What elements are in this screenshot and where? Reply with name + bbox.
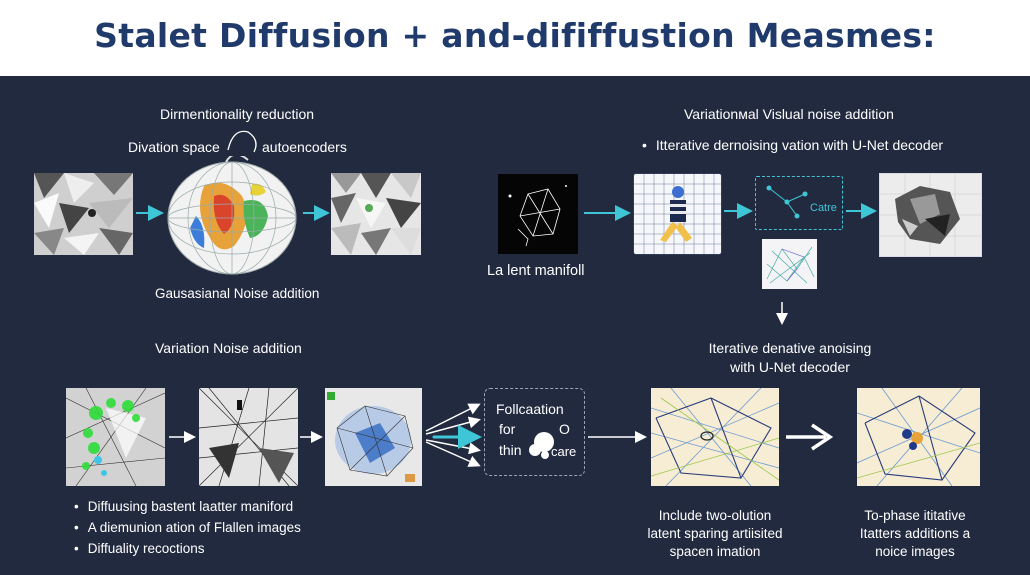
autoencoders-label: autoencoders <box>262 139 347 155</box>
iterative-heading-line-1: Iterative denative anoising <box>708 340 872 356</box>
bubbles-icon <box>529 432 554 459</box>
output-image-left <box>331 173 421 255</box>
divation-space-label: Divation space <box>128 139 220 155</box>
noisy-sphere-image <box>325 388 422 486</box>
latent-mesh-image-2 <box>857 388 980 486</box>
process-box-tail-1: O <box>559 421 570 437</box>
noisy-image-2 <box>199 388 298 486</box>
caption-box-text: Catre <box>810 202 837 214</box>
caption-dashed-box <box>755 176 843 230</box>
process-box-line-2: for <box>499 421 516 437</box>
diagram-panel <box>0 76 1030 575</box>
latent-manifold-label: La lent manifoll <box>487 263 585 279</box>
process-box-line-3: thin <box>499 442 522 458</box>
manifold-image <box>498 174 578 254</box>
latent-sphere <box>164 156 300 278</box>
latent-mesh-image-1 <box>651 388 779 486</box>
process-box <box>484 388 585 476</box>
caption-right-line-2: Itatters additions a <box>859 526 971 541</box>
gaussian-noise-caption: Gausasianal Noise addition <box>155 286 320 301</box>
caption-right-line-1: To-phase ititative <box>864 508 966 523</box>
caption-left-line-3: spacen imation <box>669 544 761 559</box>
caption-right-line-3: noice images <box>875 544 955 559</box>
bottom-left-bullet-3: Diffuality recoctions <box>74 541 205 556</box>
mesh-thumbnail <box>762 239 817 289</box>
title-bar: Stalet Diffusion + and-dififfustion Meas… <box>0 0 1030 76</box>
caption-left-line-1: Include two-olution <box>658 508 772 523</box>
noisy-image-1 <box>66 388 165 486</box>
bottom-left-bullet-1: Diffuusing bastent laatter maniford <box>74 499 293 514</box>
process-box-tail-2: care <box>551 444 577 459</box>
iterative-heading-line-2: with U-Net decoder <box>730 359 850 375</box>
variational-heading: Variationмal Vislual noise addition <box>684 106 894 122</box>
bottom-left-bullet-2: A diemunion ation of Flallen images <box>74 520 301 535</box>
page-title: Stalet Diffusion + and-dififfustion Meas… <box>94 16 936 55</box>
output-image-right <box>879 173 982 257</box>
top-right-bullet: Itterative dernoising vation with U-Net … <box>642 137 943 153</box>
variation-noise-heading: Variation Noise addition <box>155 340 302 356</box>
process-box-line-1: Follcaation <box>496 401 564 417</box>
input-image-left <box>34 173 133 255</box>
caption-left-line-2: latent sparing artiisited <box>647 526 783 541</box>
figure-grid-image <box>633 173 722 255</box>
constellation-graphic <box>766 185 808 219</box>
dimensionality-heading: Dirmentionality reduction <box>160 106 315 122</box>
